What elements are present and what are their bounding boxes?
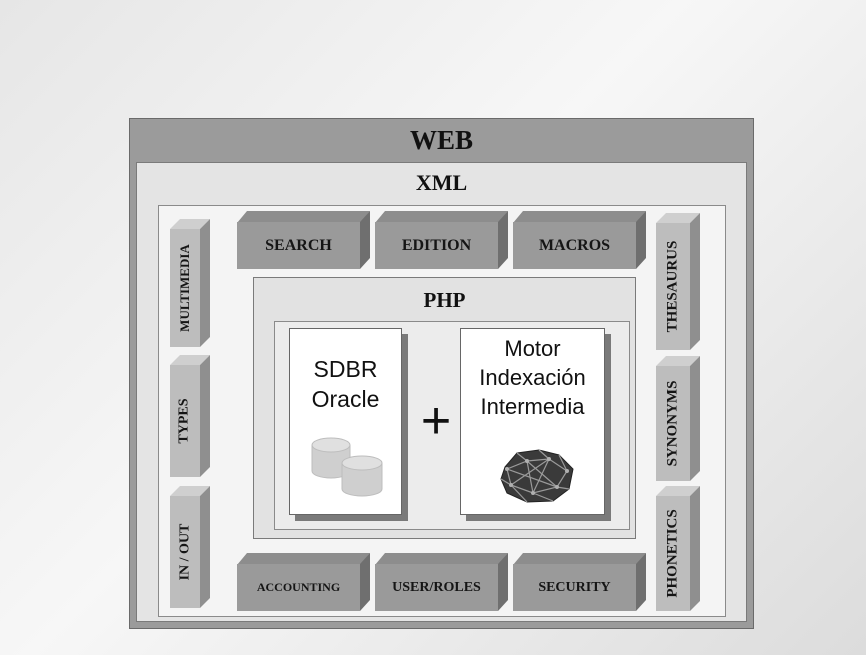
php-label: PHP bbox=[423, 288, 466, 312]
module-in-out-label: IN / OUT bbox=[177, 523, 193, 581]
engine-card-line1: Motor bbox=[504, 336, 561, 361]
module-accounting-label: ACCOUNTING bbox=[237, 564, 360, 611]
module-phonetics: PHONETICS bbox=[656, 486, 700, 611]
engine-card-line2: Indexación bbox=[479, 365, 586, 390]
module-synonyms: SYNONYMS bbox=[656, 356, 700, 481]
engine-card-line3: Intermedia bbox=[480, 394, 585, 419]
module-phonetics-label: PHONETICS bbox=[664, 509, 681, 598]
module-thesaurus: THESAURUS bbox=[656, 213, 700, 350]
module-types: TYPES bbox=[170, 355, 210, 477]
module-edition: EDITION bbox=[375, 211, 508, 269]
module-edition-label: EDITION bbox=[375, 222, 498, 269]
module-search: SEARCH bbox=[237, 211, 370, 269]
module-multimedia-label: MULTIMEDIA bbox=[177, 244, 192, 332]
mesh-network-icon bbox=[500, 449, 574, 503]
module-thesaurus-label: THESAURUS bbox=[664, 240, 681, 333]
engine-card: Motor Indexación Intermedia bbox=[460, 328, 605, 515]
database-card-line2: Oracle bbox=[311, 386, 380, 412]
xml-label: XML bbox=[415, 170, 468, 195]
module-user-roles: USER/ROLES bbox=[375, 553, 508, 611]
module-accounting: ACCOUNTING bbox=[237, 553, 370, 611]
database-card-line1: SDBR bbox=[313, 356, 378, 382]
module-macros: MACROS bbox=[513, 211, 646, 269]
module-multimedia: MULTIMEDIA bbox=[170, 219, 210, 347]
module-search-label: SEARCH bbox=[237, 222, 360, 269]
web-label: WEB bbox=[409, 125, 474, 155]
module-macros-label: MACROS bbox=[513, 222, 636, 269]
module-security: SECURITY bbox=[513, 553, 646, 611]
module-synonyms-label: SYNONYMS bbox=[664, 380, 681, 467]
module-in-out: IN / OUT bbox=[170, 486, 210, 608]
module-types-label: TYPES bbox=[177, 398, 192, 444]
module-security-label: SECURITY bbox=[513, 564, 636, 611]
database-card: SDBR Oracle bbox=[289, 328, 402, 515]
module-user-roles-label: USER/ROLES bbox=[375, 564, 498, 611]
plus-sign: + bbox=[420, 392, 452, 450]
database-cylinders-icon bbox=[311, 437, 383, 497]
